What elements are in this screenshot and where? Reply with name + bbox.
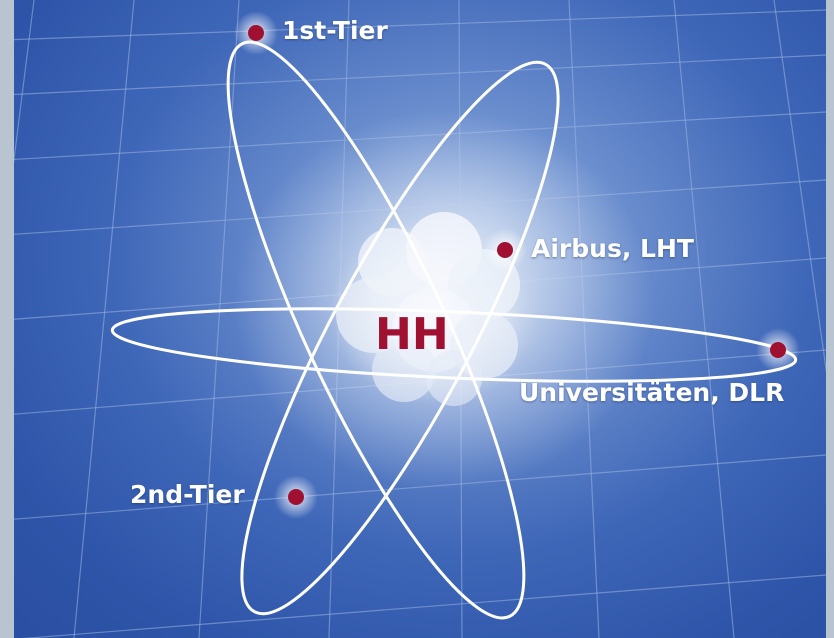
- node-label-first-tier: 1st-Tier: [282, 16, 388, 45]
- node-dot-first-tier: [248, 25, 264, 41]
- node-dot-universities-dlr: [770, 342, 786, 358]
- diagram-panel: 1st-Tier Airbus, LHT Universitäten, DLR …: [14, 0, 826, 638]
- center-label: HH: [375, 309, 449, 360]
- node-label-universities-dlr: Universitäten, DLR: [519, 378, 785, 407]
- left-frame-border: [0, 0, 14, 638]
- node-dots: [234, 11, 800, 519]
- right-frame-border: [826, 0, 834, 638]
- node-label-airbus-lht: Airbus, LHT: [531, 234, 694, 263]
- node-label-second-tier: 2nd-Tier: [130, 480, 245, 509]
- node-dot-second-tier: [288, 489, 304, 505]
- diagram-graphic: [14, 0, 826, 638]
- orbit-tilted-right: [240, 60, 560, 616]
- node-dot-airbus-lht: [497, 242, 513, 258]
